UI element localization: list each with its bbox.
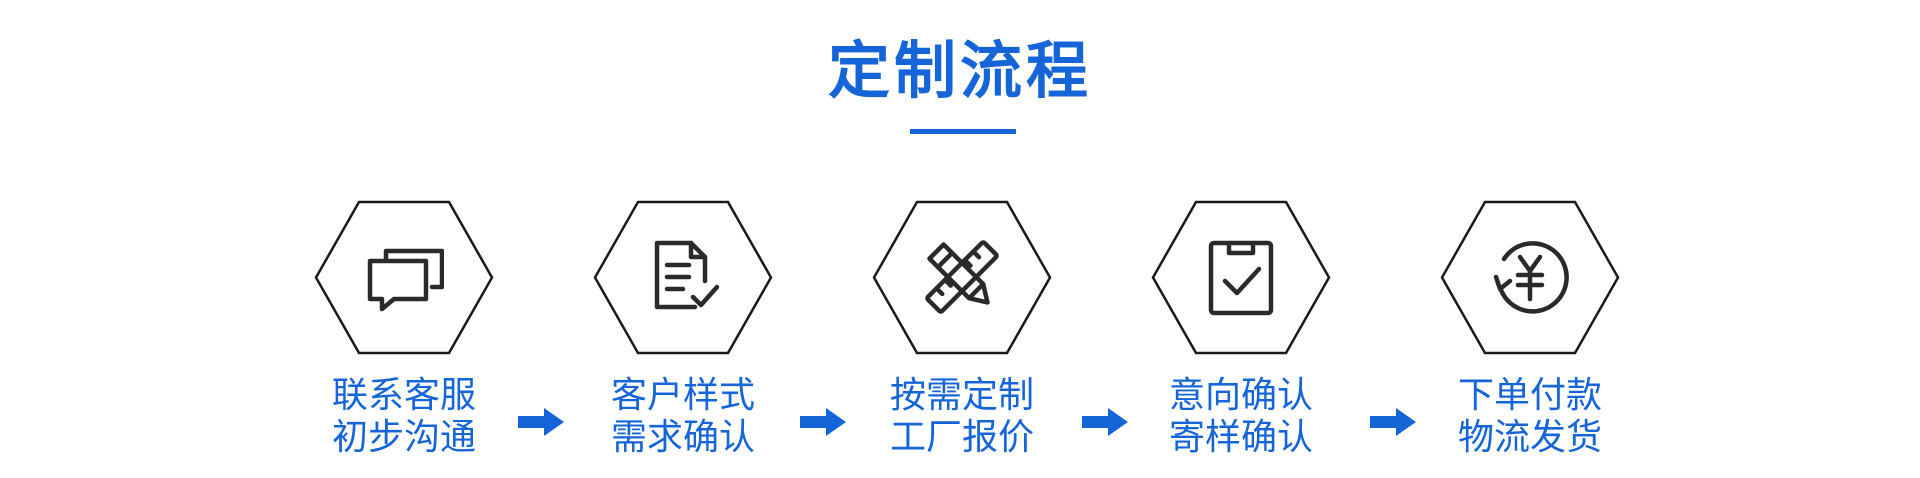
page-title: 定制流程 (827, 34, 1092, 107)
hexagon-frame (314, 200, 494, 355)
step-label-line1: 客户样式 (610, 375, 755, 416)
process-step-quote: 按需定制 工厂报价 (872, 200, 1052, 470)
step-label-line2: 工厂报价 (889, 417, 1034, 458)
step-label-line2: 初步沟通 (331, 417, 476, 458)
arrow-right-icon (1370, 408, 1416, 436)
step-label-line2: 需求确认 (610, 417, 755, 458)
clipboard-check-icon (1201, 237, 1281, 317)
step-label-line1: 按需定制 (889, 375, 1034, 416)
process-step-sample: 意向确认 寄样确认 (1151, 200, 1331, 470)
chat-bubbles-icon (364, 237, 444, 317)
hexagon-frame (593, 200, 773, 355)
arrow-right-icon (800, 408, 846, 436)
step-label-line2: 寄样确认 (1168, 417, 1313, 458)
arrow-right-icon (518, 408, 564, 436)
pencil-ruler-icon (922, 237, 1002, 317)
step-label-line1: 下单付款 (1457, 375, 1602, 416)
hexagon-frame (1440, 200, 1620, 355)
process-step-requirement: 客户样式 需求确认 (593, 200, 773, 470)
hexagon-frame (1151, 200, 1331, 355)
title-underline (910, 129, 1016, 134)
process-step-payment: 下单付款 物流发货 (1440, 200, 1620, 470)
step-label-line2: 物流发货 (1457, 417, 1602, 458)
hexagon-frame (872, 200, 1052, 355)
process-step-contact: 联系客服 初步沟通 (314, 200, 494, 470)
step-label-line1: 意向确认 (1168, 375, 1313, 416)
document-check-icon (643, 237, 723, 317)
yuan-payment-icon (1490, 237, 1570, 317)
arrow-right-icon (1082, 408, 1128, 436)
step-label-line1: 联系客服 (331, 375, 476, 416)
